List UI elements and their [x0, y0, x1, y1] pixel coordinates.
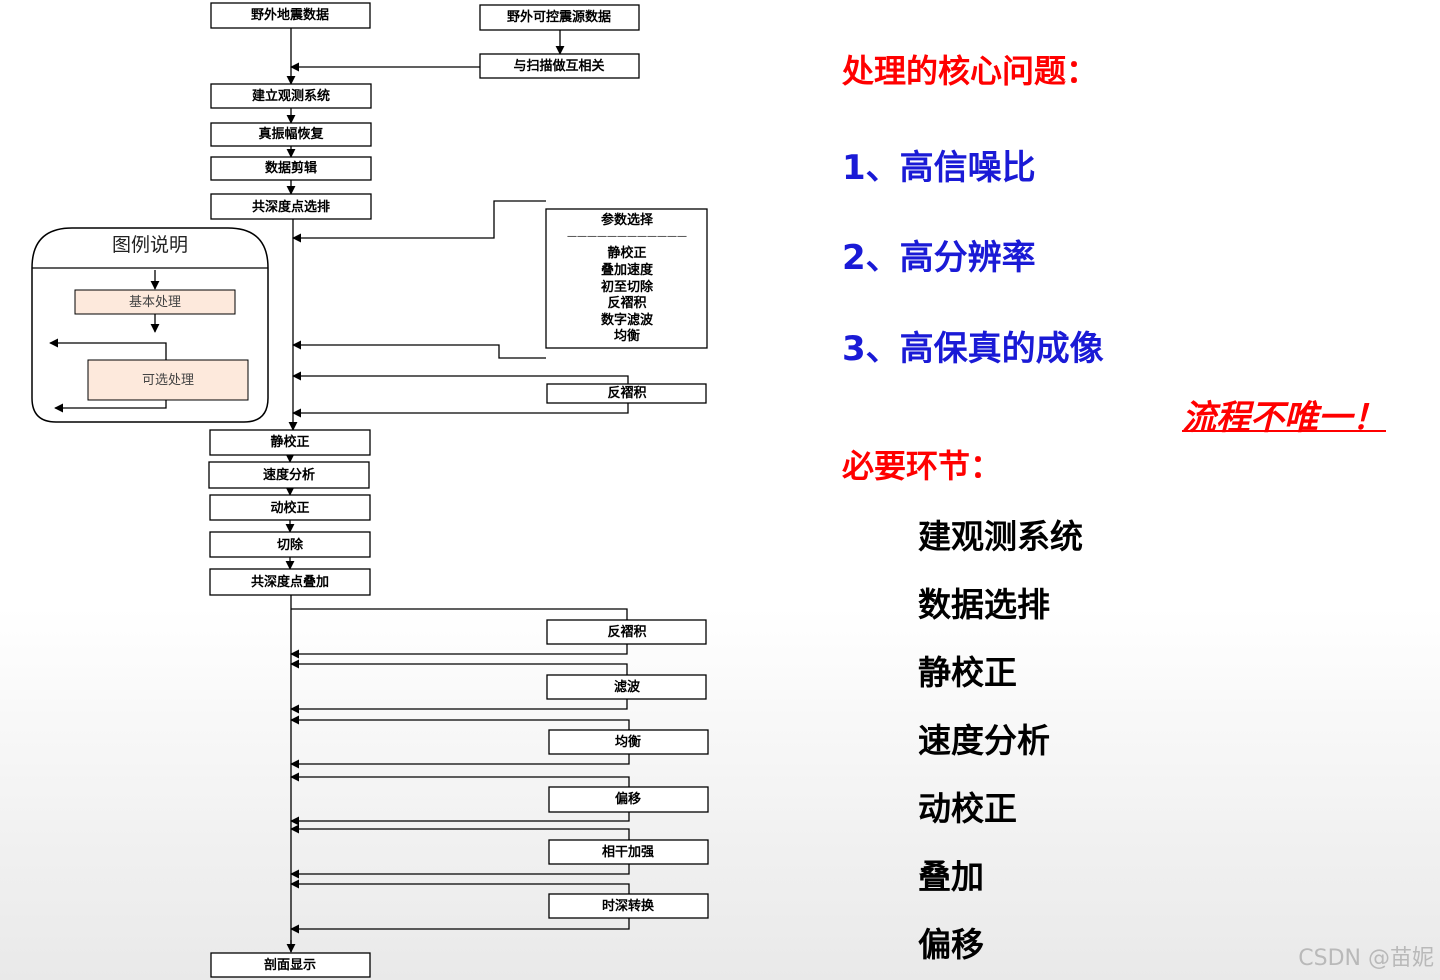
flow-boxes: 野外地震数据 野外可控震源数据 与扫描做互相关 建立观测系统 真振幅恢复 数据剪… — [208, 2, 709, 978]
box-deconvolution-post: 反褶积 — [546, 619, 707, 645]
svg-text:速度分析: 速度分析 — [263, 467, 315, 483]
box-coherence: 相干加强 — [548, 839, 709, 865]
svg-text:静校正: 静校正 — [270, 434, 309, 450]
svg-text:共深度点叠加: 共深度点叠加 — [251, 574, 329, 590]
svg-text:共深度点选排: 共深度点选排 — [252, 199, 330, 215]
flow-connectors — [285, 28, 630, 953]
flow-not-unique-note: 流程不唯一！ — [1182, 398, 1386, 438]
param-title: 参数选择 — [601, 212, 654, 228]
essential-step: 建观测系统 — [918, 517, 1083, 556]
param-item: 数字滤波 — [601, 312, 654, 328]
box-filter: 滤波 — [546, 674, 707, 700]
core-item: 3、高保真的成像 — [842, 329, 1104, 369]
svg-text:反褶积: 反褶积 — [607, 385, 646, 401]
svg-text:真振幅恢复: 真振幅恢复 — [258, 126, 324, 142]
param-item: 叠加速度 — [601, 262, 654, 278]
essential-steps-title: 必要环节： — [842, 447, 1003, 485]
svg-text:相干加强: 相干加强 — [602, 844, 654, 860]
box-velocity-analysis: 速度分析 — [208, 461, 370, 489]
svg-text:滤波: 滤波 — [614, 679, 641, 695]
core-item: 2、高分辨率 — [842, 238, 1036, 278]
svg-text:剖面显示: 剖面显示 — [264, 957, 316, 973]
svg-text:建立观测系统: 建立观测系统 — [252, 88, 330, 104]
svg-text:动校正: 动校正 — [270, 500, 309, 516]
box-cdp-sorting: 共深度点选排 — [210, 193, 372, 220]
legend-optional-box — [87, 359, 249, 401]
box-section-display: 剖面显示 — [210, 952, 371, 978]
core-item: 1、高信噪比 — [842, 148, 1036, 188]
box-migration: 偏移 — [548, 786, 709, 813]
legend-title: 图例说明 — [112, 234, 188, 256]
box-nmo: 动校正 — [209, 494, 371, 521]
svg-text:野外地震数据: 野外地震数据 — [251, 7, 329, 23]
essential-step: 速度分析 — [918, 721, 1050, 760]
essential-step: 叠加 — [918, 857, 984, 896]
svg-text:偏移: 偏移 — [615, 791, 641, 807]
box-field-data: 野外地震数据 — [210, 2, 371, 29]
essential-step: 数据选排 — [918, 585, 1050, 624]
box-sweep-correlation: 与扫描做互相关 — [479, 53, 640, 79]
param-divider: ———————————— — [567, 231, 687, 242]
box-mute: 切除 — [209, 531, 371, 558]
legend-optional-label: 可选处理 — [142, 373, 194, 388]
box-deconvolution-pre: 反褶积 — [546, 383, 707, 404]
box-parameter-selection: 参数选择 ———————————— 静校正 叠加速度 初至切除 反褶积 数字滤波… — [545, 208, 708, 349]
param-item: 反褶积 — [607, 295, 646, 311]
svg-text:均衡: 均衡 — [615, 734, 641, 750]
box-depth-conversion: 时深转换 — [548, 893, 709, 919]
core-issues-title: 处理的核心问题： — [842, 52, 1099, 90]
param-item: 均衡 — [614, 328, 640, 344]
svg-text:野外可控震源数据: 野外可控震源数据 — [507, 9, 611, 25]
box-data-editing: 数据剪辑 — [210, 156, 372, 181]
svg-text:时深转换: 时深转换 — [602, 898, 655, 914]
essential-step: 偏移 — [918, 925, 984, 964]
legend-basic-label: 基本处理 — [129, 295, 181, 310]
box-amplitude-recovery: 真振幅恢复 — [210, 122, 372, 147]
box-vibroseis-data: 野外可控震源数据 — [479, 4, 640, 31]
svg-text:反褶积: 反褶积 — [607, 624, 646, 640]
param-item: 静校正 — [607, 245, 646, 261]
box-geometry: 建立观测系统 — [210, 83, 372, 109]
essential-step: 动校正 — [918, 789, 1017, 828]
box-statics: 静校正 — [209, 429, 371, 456]
svg-text:与扫描做互相关: 与扫描做互相关 — [513, 58, 604, 74]
legend-basic-box — [74, 289, 236, 315]
svg-text:切除: 切除 — [277, 537, 304, 553]
box-equalize: 均衡 — [548, 729, 709, 755]
box-cdp-stack: 共深度点叠加 — [209, 568, 371, 596]
svg-text:数据剪辑: 数据剪辑 — [265, 160, 317, 176]
legend-panel: 图例说明 基本处理 可选处理 — [31, 227, 269, 423]
watermark: CSDN @苗妮 — [1298, 946, 1434, 971]
param-item: 初至切除 — [601, 279, 654, 295]
essential-step: 静校正 — [918, 653, 1017, 692]
